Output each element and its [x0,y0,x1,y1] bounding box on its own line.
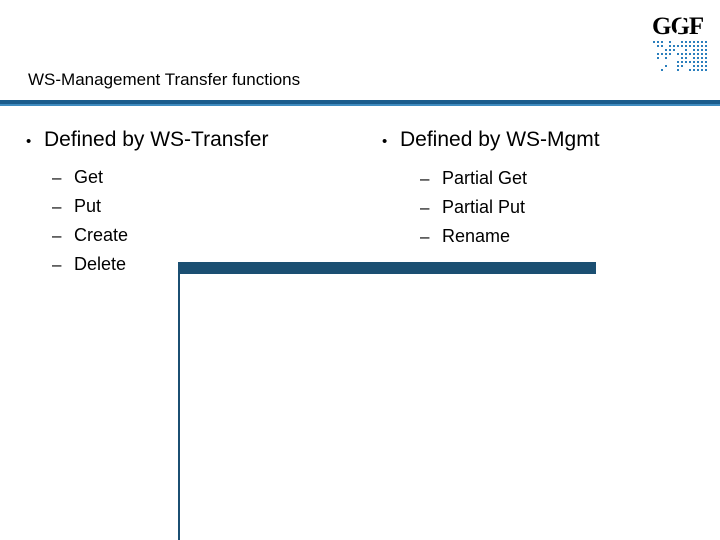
page-title: WS-Management Transfer functions [28,70,300,90]
dash-bullet-icon: – [52,163,74,192]
column-heading-right-label: Defined by WS-Mgmt [400,126,600,154]
dash-bullet-icon: – [420,164,442,193]
logo-dot-grid-icon [653,41,709,71]
list-item-label: Create [74,221,128,250]
list-item-label: Partial Get [442,164,527,193]
list-item-label: Get [74,163,103,192]
ggf-logo: GGF [652,14,710,70]
list-item: – Partial Get [420,164,708,193]
list-item-label: Put [74,192,101,221]
list-item: – Partial Put [420,193,708,222]
list-item-label: Partial Put [442,193,525,222]
decorative-horizontal-bar [178,262,596,274]
bullet-icon: • [22,128,44,156]
content-column-left: • Defined by WS-Transfer – Get – Put – C… [22,126,382,279]
dash-bullet-icon: – [420,193,442,222]
list-item: – Create [52,221,382,250]
bullet-icon: • [378,128,400,156]
list-item: – Get [52,163,382,192]
column-heading-left-label: Defined by WS-Transfer [44,126,268,154]
list-item: – Rename [420,222,708,251]
dash-bullet-icon: – [52,250,74,279]
title-divider-light [0,104,720,106]
dash-bullet-icon: – [52,221,74,250]
column-heading-left: • Defined by WS-Transfer [22,126,382,156]
list-item: – Put [52,192,382,221]
list-right: – Partial Get – Partial Put – Rename [378,164,708,251]
column-heading-right: • Defined by WS-Mgmt [378,126,708,156]
list-item-label: Rename [442,222,510,251]
decorative-vertical-bar [178,262,180,540]
dash-bullet-icon: – [52,192,74,221]
content-column-right: • Defined by WS-Mgmt – Partial Get – Par… [378,126,708,251]
list-item-label: Delete [74,250,126,279]
dash-bullet-icon: – [420,222,442,251]
